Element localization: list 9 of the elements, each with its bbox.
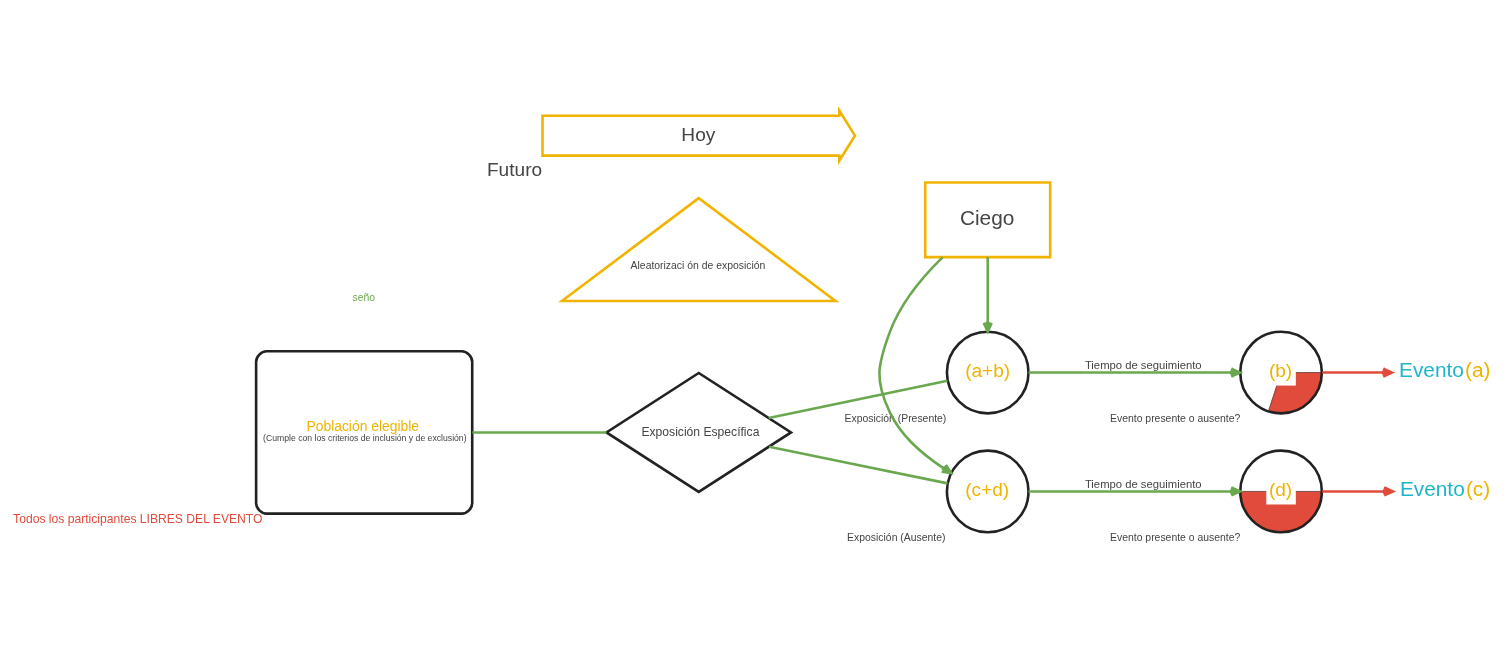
label: seño xyxy=(352,291,376,303)
edge-label: Tiempo de seguimiento xyxy=(1084,358,1202,371)
node-text: Evento(c) xyxy=(1399,476,1491,500)
node-label: Evento presente o ausente? xyxy=(1110,412,1241,424)
node-label: Futuro xyxy=(486,158,543,180)
node-text: Evento(a) xyxy=(1399,357,1491,381)
edge-label: Tiempo de seguimiento xyxy=(1084,477,1202,490)
node-label: Exposición (Ausente) xyxy=(847,531,946,543)
node-label: Evento presente o ausente? xyxy=(1110,531,1241,543)
